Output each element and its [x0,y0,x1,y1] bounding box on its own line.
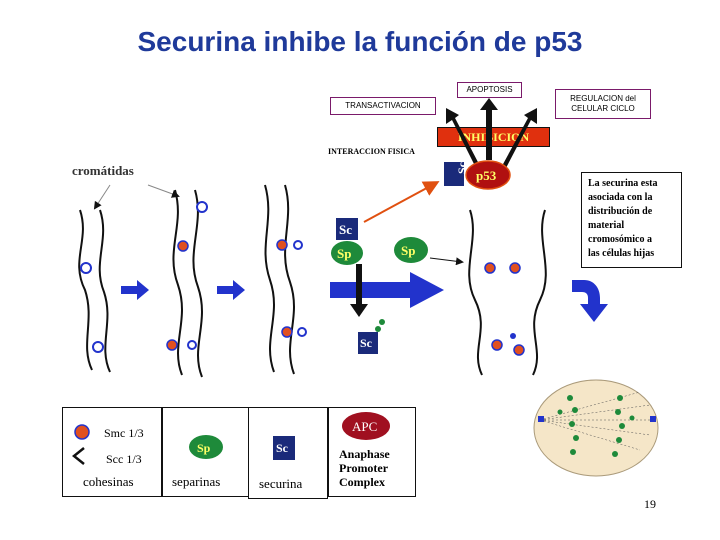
condensed-chromosomes [557,395,635,457]
apc-line-1: Anaphase [339,447,390,461]
securin-on-complex [336,218,358,240]
note-line: La securina esta [588,178,658,189]
degraded-securin [358,332,378,354]
free-separase-label: Sp [401,243,415,258]
separated-chromatids [468,209,547,376]
transactivation-box: TRANSACTIVACION [330,97,436,115]
apc-line-2: Promoter [339,461,389,475]
regulation-line-2: CELULAR CICLO [571,104,635,113]
securin-complex-label: Sc [339,222,352,237]
securin-release-arrow [350,264,368,317]
arrow-to-transactivation [446,108,480,168]
free-separase [394,237,428,263]
chromatids-label: cromátidas [72,163,134,178]
scc-label: Scc 1/3 [106,452,142,466]
p53-label: p53 [476,168,497,183]
separase-in-complex [331,241,363,265]
arrow-to-apoptosis [480,98,498,160]
cohesin-ring [92,341,104,353]
note-line: asociada con la [588,192,653,203]
sc-bound-label: Sc [455,161,469,174]
securin-label: securina [259,476,303,491]
centrosome [538,416,544,422]
apc-full-name: Anaphase Promoter Complex [339,447,390,489]
physical-interaction-label: INTERACCION FISICA [328,147,415,156]
securin-note: La securina esta asociada con la distrib… [581,172,682,268]
slide-title: Securina inhibe la función de p53 [137,26,583,57]
page-number: 19 [644,497,656,511]
progress-arrow-3 [330,272,444,308]
note-line: cromosómico a [588,234,652,245]
anaphase-cell [533,379,659,477]
separins-label: separinas [172,474,221,489]
note-line: las células hijas [588,248,655,259]
progress-arrow-1 [121,280,149,300]
regulation-line-1: REGULACION del [570,94,636,103]
separase-complex-label: Sp [337,246,351,261]
cell-cycle-regulation-box: REGULACION del CELULAR CICLO [555,89,651,119]
cohesins-label: cohesinas [83,474,134,489]
ubiquitin-dot [375,326,381,332]
note-line: material [588,220,625,231]
degraded-securin-label: Sc [360,336,373,350]
physical-interaction-arrow [363,181,440,223]
chromatid-pair-stage-1 [78,209,111,373]
sc-bound-to-p53 [444,162,464,186]
note-line: distribución de [588,206,653,217]
progress-arrow-2 [217,280,245,300]
ubiquitin-dot [379,319,385,325]
separase-action-arrow [429,257,464,266]
arrow-to-regulation [502,108,537,168]
cohesin-ring [80,262,92,274]
distribution-arrow [572,280,608,322]
p53-protein [465,160,511,190]
chromatid-pair-stage-3 [264,184,307,375]
apoptosis-box: APOPTOSIS [457,82,522,98]
chromatid-pointer-1 [93,184,111,210]
apc-line-3: Complex [339,475,385,489]
smc-label: Smc 1/3 [104,426,144,440]
chromatid-pair-stage-2 [166,189,208,378]
chromatid-pointer-2 [147,184,180,198]
centrosome [650,416,656,422]
